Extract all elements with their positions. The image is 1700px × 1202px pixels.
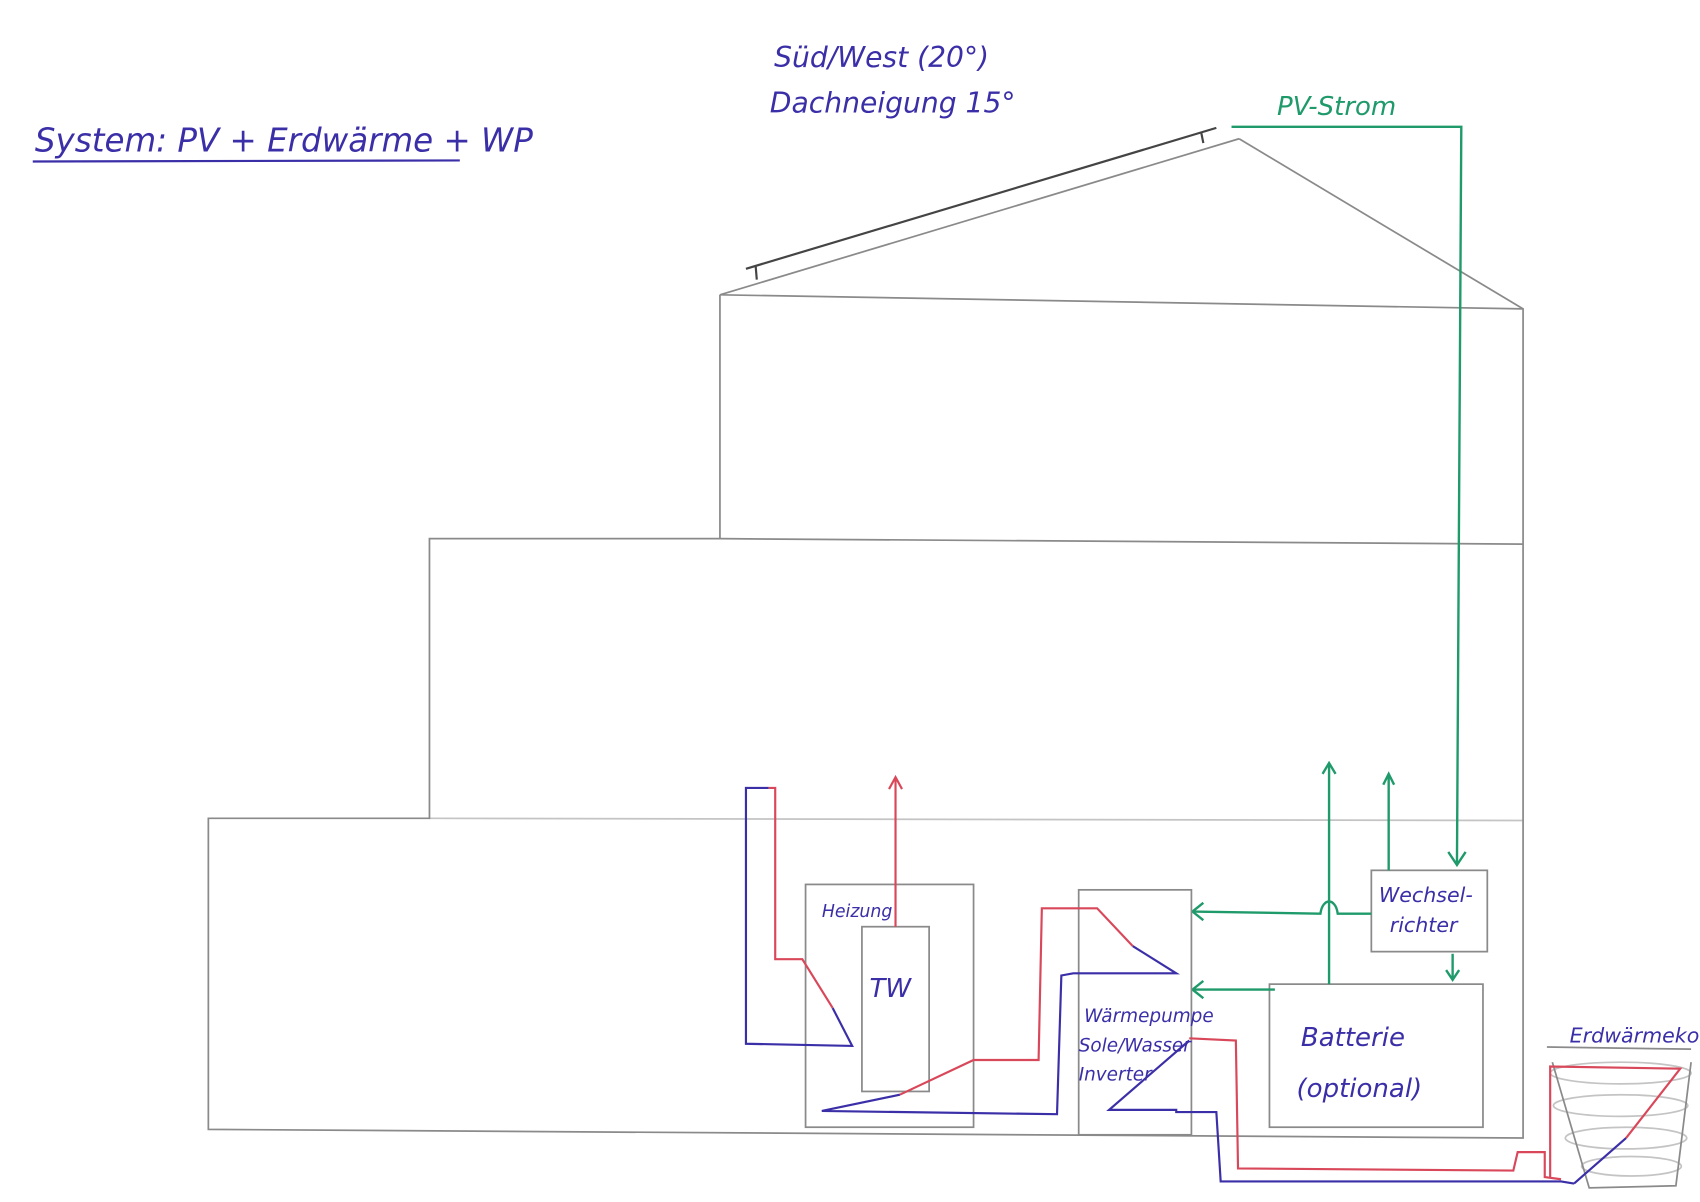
ground-circuit-pipes bbox=[1106, 1037, 1575, 1185]
orientation-line-1: Süd/West (20°) bbox=[774, 41, 989, 74]
diagram-title: System: PV + Erdwärme + WP bbox=[35, 122, 533, 160]
battery-label-1: Batterie bbox=[1301, 1023, 1405, 1053]
hot-water-tank bbox=[861, 925, 930, 1093]
heating-circuit-pipes bbox=[744, 774, 1181, 1116]
heating-label: Heizung bbox=[822, 902, 893, 922]
battery-box bbox=[1268, 983, 1484, 1129]
heating-box bbox=[804, 883, 975, 1129]
arrow-head bbox=[1445, 969, 1461, 982]
heat-pump-label-1: Wärmepumpe bbox=[1084, 1006, 1214, 1027]
inverter-label-1: Wechsel- bbox=[1379, 883, 1473, 907]
orientation-line-2: Dachneigung 15° bbox=[770, 87, 1016, 120]
heat-pump-label-2: Sole/Wasser bbox=[1079, 1035, 1193, 1056]
hot-water-label: TW bbox=[870, 974, 913, 1004]
heat-pump-label-3: Inverter bbox=[1079, 1065, 1153, 1086]
battery-label-2: (optional) bbox=[1297, 1074, 1423, 1104]
inverter-box bbox=[1370, 869, 1489, 953]
pv-strom-label: PV-Strom bbox=[1277, 92, 1396, 122]
arrow-head bbox=[1190, 979, 1205, 1000]
inverter-label-2: richter bbox=[1390, 913, 1459, 937]
pv-panel bbox=[745, 126, 1217, 280]
heat-pump-box bbox=[1077, 888, 1193, 1136]
pv-arrow-head bbox=[1447, 851, 1467, 868]
title-underline bbox=[32, 159, 460, 163]
arrow-head bbox=[1321, 760, 1337, 775]
house-outline bbox=[207, 137, 1524, 1139]
inverter-to-heatpump-line bbox=[1192, 900, 1372, 915]
arrow-head bbox=[1382, 771, 1396, 786]
ground-collector-basket bbox=[1546, 1046, 1692, 1189]
arrow-head bbox=[1190, 901, 1205, 922]
pv-power-line bbox=[1231, 125, 1463, 863]
ground-collector-label: Erdwärmekorb bbox=[1570, 1024, 1700, 1048]
